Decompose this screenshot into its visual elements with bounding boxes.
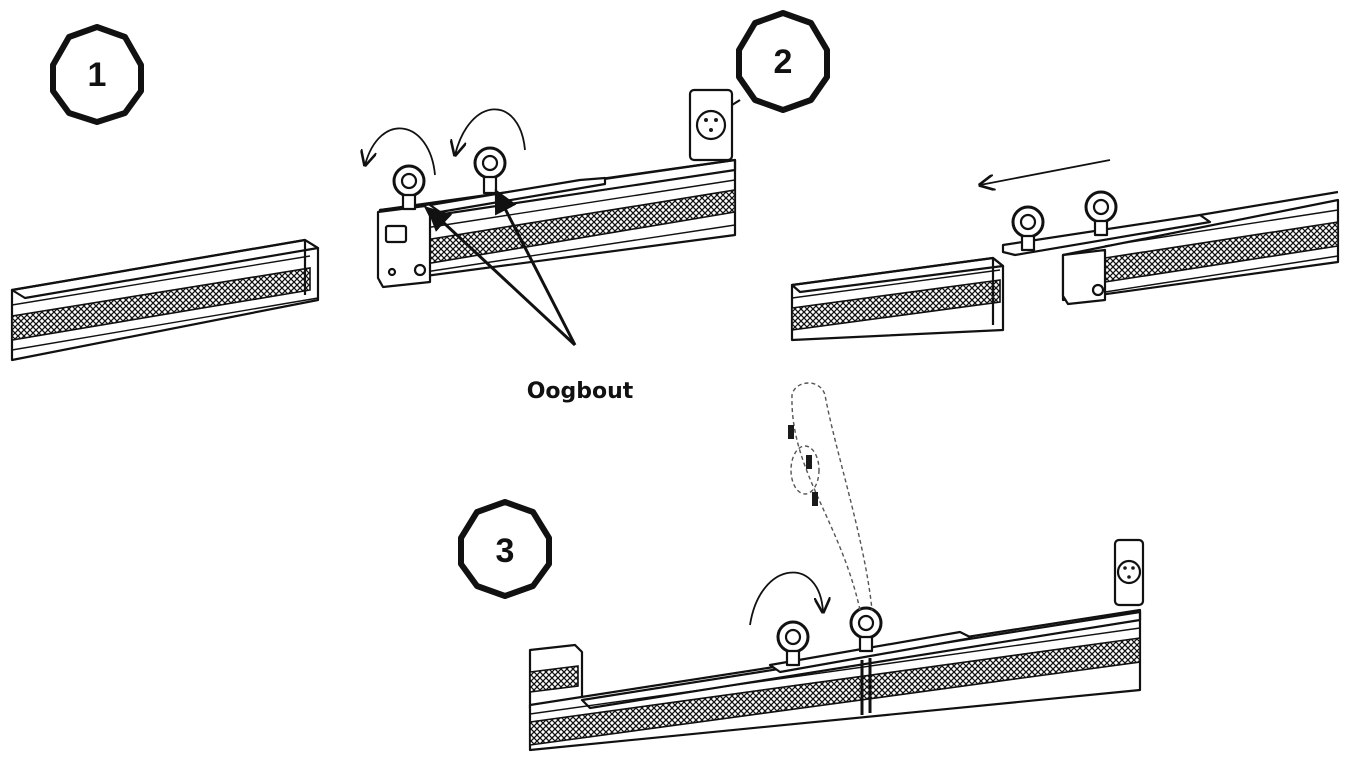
step-1-right-bar [376, 88, 741, 289]
eye-bolt-icon [1084, 190, 1118, 237]
straight-arrow-icon [980, 159, 1111, 185]
step-1-badge: 1 [50, 24, 144, 125]
curved-arrow-icon [365, 127, 436, 176]
step-3-bar-assembly [528, 538, 1145, 752]
step-3-number: 3 [496, 532, 515, 570]
step-2-badge: 2 [736, 10, 830, 113]
step-2-right-bar [1001, 190, 1340, 306]
step-1-left-bar [10, 238, 320, 362]
eye-bolt-icon [1011, 205, 1045, 252]
callout-pointer [494, 188, 577, 346]
curved-arrow-icon [749, 571, 823, 626]
callout-pointer [426, 206, 577, 347]
step-2-number: 2 [774, 43, 793, 81]
curved-arrow-icon [455, 108, 526, 155]
step-2-left-bar [790, 256, 1005, 342]
safety-cable-icon [788, 382, 873, 611]
step-1-number: 1 [88, 56, 107, 94]
eye-bolt-icon [776, 620, 810, 667]
eye-bolt-icon [473, 146, 507, 195]
eye-bolt-icon [849, 606, 883, 653]
step-3-badge: 3 [458, 499, 552, 599]
eye-bolt-icon [392, 164, 426, 211]
eye-bolt-callout-label: Oogbout [527, 379, 634, 404]
